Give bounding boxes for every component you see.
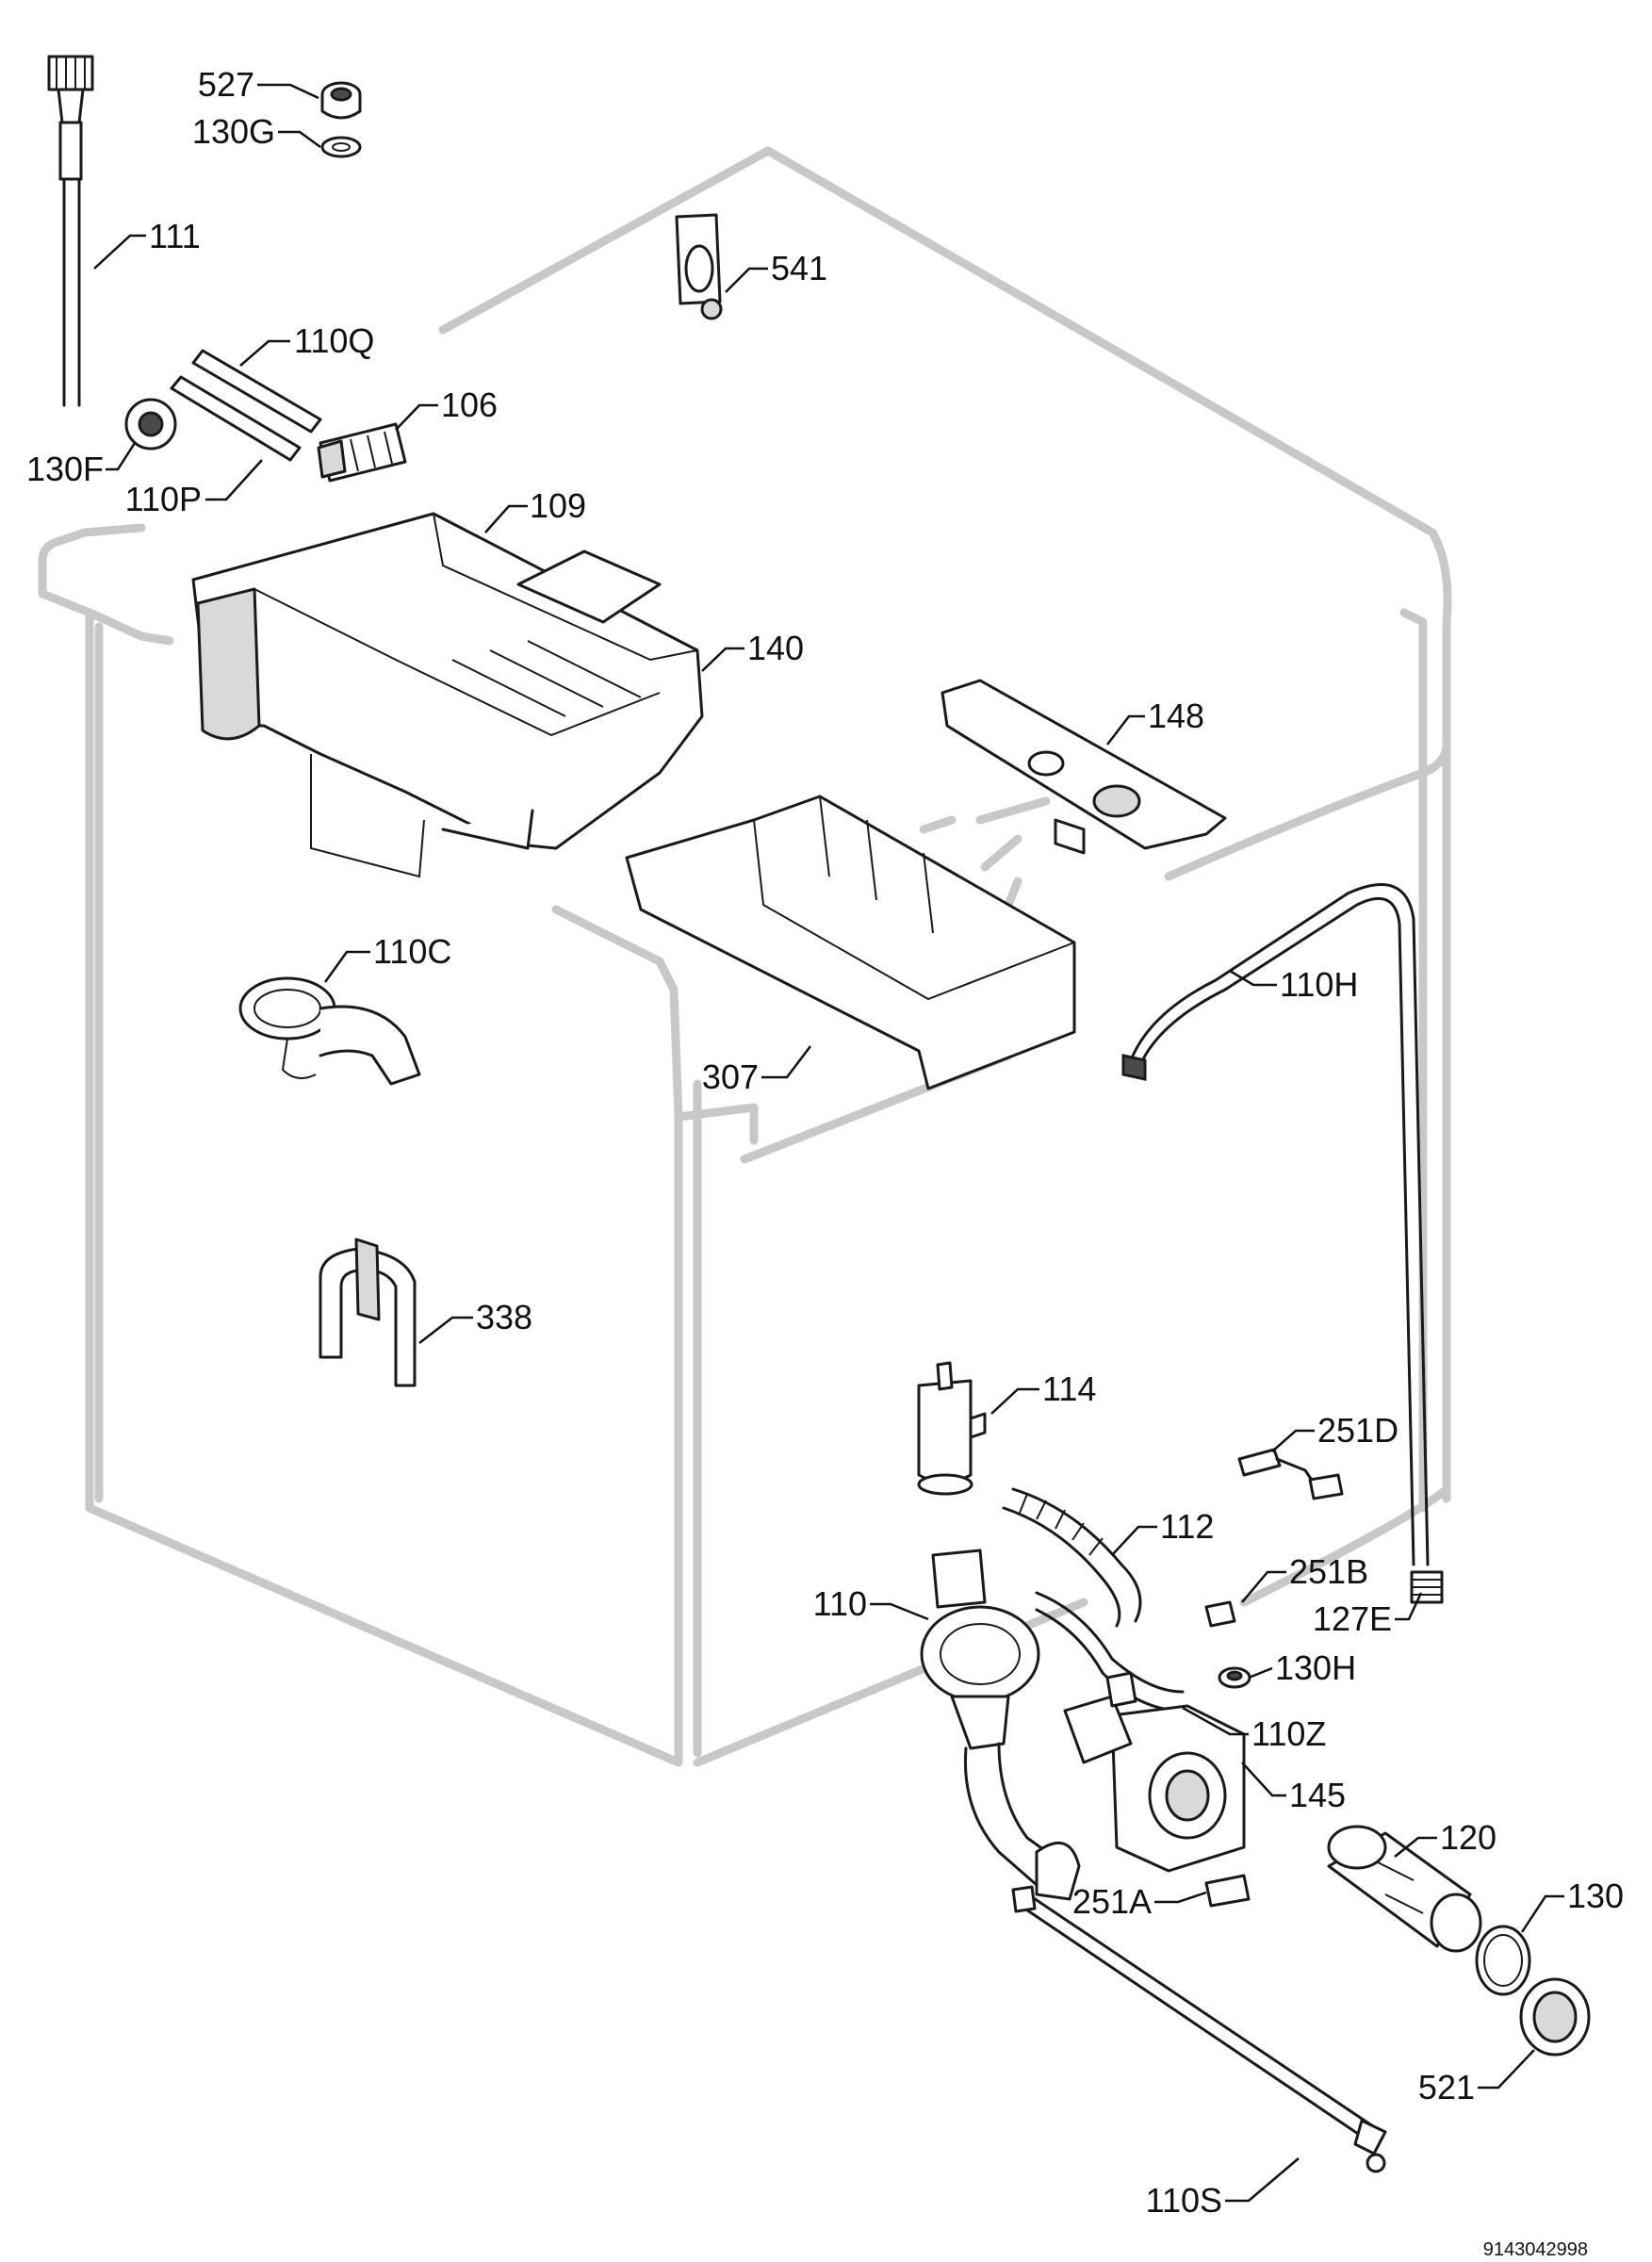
part-label-106: 106 bbox=[441, 385, 498, 424]
dispenser-housing-140 bbox=[191, 512, 704, 878]
part-label-127E: 127E bbox=[1313, 1599, 1392, 1638]
part-label-110H: 110H bbox=[1280, 965, 1358, 1004]
clip-251A bbox=[1204, 1874, 1251, 1908]
part-label-521: 521 bbox=[1418, 2068, 1475, 2106]
hose-110H bbox=[1121, 883, 1430, 1566]
part-label-110Z: 110Z bbox=[1251, 1714, 1326, 1753]
part-label-120: 120 bbox=[1440, 1818, 1497, 1857]
hose-110Q bbox=[191, 349, 322, 434]
part-label-338: 338 bbox=[476, 1298, 532, 1336]
chamber-114 bbox=[917, 1361, 987, 1496]
part-label-130H: 130H bbox=[1275, 1648, 1356, 1687]
part-label-130G: 130G bbox=[192, 112, 275, 151]
part-label-251D: 251D bbox=[1317, 1411, 1398, 1450]
cap-521 bbox=[1519, 1977, 1591, 2057]
document-number: 9143042998 bbox=[1483, 2239, 1588, 2260]
wiring-251D bbox=[1237, 1448, 1344, 1500]
cover-148 bbox=[940, 679, 1227, 855]
hose-110Z bbox=[1035, 1591, 1185, 1713]
part-label-527: 527 bbox=[198, 65, 254, 104]
part-label-148: 148 bbox=[1148, 697, 1204, 735]
part-label-307: 307 bbox=[702, 1057, 759, 1096]
part-label-140: 140 bbox=[747, 629, 804, 667]
o-ring-130 bbox=[1475, 1925, 1531, 1996]
part-label-114: 114 bbox=[1042, 1369, 1096, 1408]
part-label-541: 541 bbox=[771, 249, 827, 287]
hose-110P bbox=[170, 375, 302, 462]
nut-527 bbox=[320, 81, 362, 120]
part-label-110S: 110S bbox=[1146, 2181, 1222, 2220]
nut-130F bbox=[124, 398, 177, 451]
seal-130H bbox=[1218, 1666, 1251, 1689]
part-label-110: 110 bbox=[813, 1584, 867, 1623]
nut-127E bbox=[1410, 1570, 1444, 1604]
sump-hose-110 bbox=[920, 1549, 1081, 1901]
part-label-251A: 251A bbox=[1072, 1882, 1152, 1921]
washer-130G bbox=[320, 136, 362, 158]
pump-145 bbox=[1063, 1671, 1246, 1873]
bracket-541 bbox=[675, 213, 723, 320]
filter-120 bbox=[1327, 1825, 1482, 1953]
part-label-251B: 251B bbox=[1289, 1552, 1368, 1591]
part-label-145: 145 bbox=[1289, 1776, 1346, 1814]
part-label-110Q: 110Q bbox=[294, 321, 374, 360]
part-label-109: 109 bbox=[530, 486, 586, 525]
hose-112 bbox=[1002, 1487, 1142, 1628]
drawer-307 bbox=[625, 795, 1076, 1090]
valve-106 bbox=[317, 422, 407, 483]
cabinet-outline bbox=[38, 146, 1452, 1767]
inlet-hose-111 bbox=[47, 55, 94, 407]
part-label-111: 111 bbox=[149, 217, 201, 255]
part-label-130: 130 bbox=[1567, 1877, 1624, 1915]
leader-lines bbox=[93, 83, 1564, 2203]
part-label-110C: 110C bbox=[373, 932, 451, 971]
part-label-130F: 130F bbox=[26, 450, 104, 488]
part-labels: 527 130G 111 541 110Q 106 130F 110P 109 … bbox=[26, 65, 1624, 2220]
part-label-110P: 110P bbox=[125, 480, 202, 518]
bellows-110C bbox=[238, 976, 421, 1086]
hose-guide-338 bbox=[319, 1238, 417, 1387]
hose-110S bbox=[1011, 1885, 1387, 2173]
clip-251B bbox=[1204, 1600, 1236, 1628]
part-label-112: 112 bbox=[1160, 1507, 1214, 1546]
